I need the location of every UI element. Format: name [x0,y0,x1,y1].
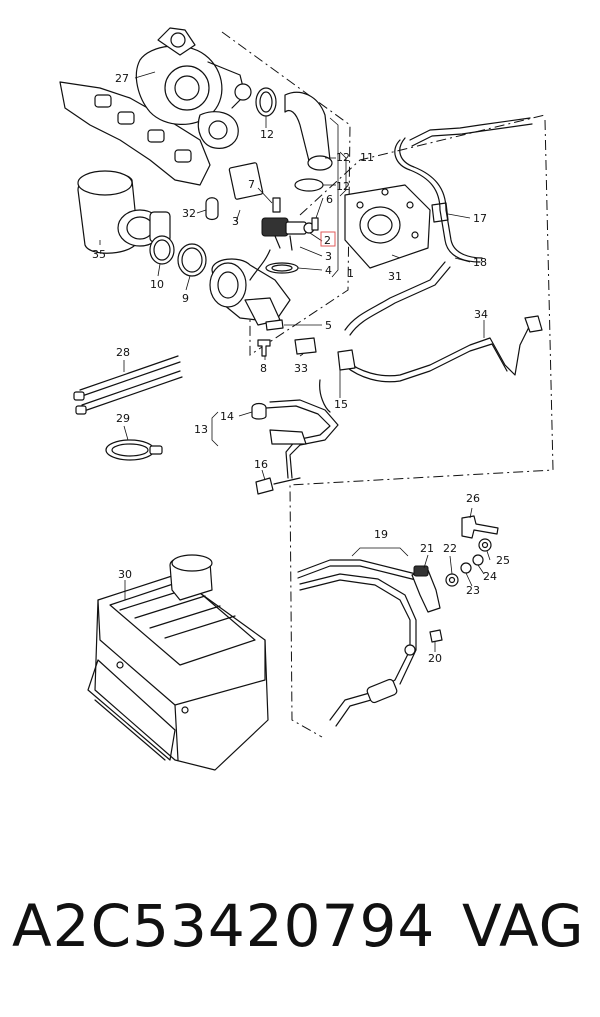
callout-32: 32 [182,207,196,220]
callout-12-c: 12 [336,180,350,193]
callout-4: 4 [325,264,332,277]
callout-18: 18 [473,256,487,269]
callout-3-a: 3 [232,215,239,228]
pressure-sensor-actuator [261,217,315,251]
caption: A2C53420794 VAG [0,892,600,982]
fuel-line-19 [297,559,421,727]
vacuum-line-upper [409,117,531,141]
callout-12-a: 12 [260,128,274,141]
callout-2-highlight [320,231,336,247]
callout-7: 7 [248,178,255,191]
callout-24: 24 [483,570,497,583]
egr-valve-assembly [209,249,291,326]
sensor-21 [411,565,441,613]
callout-29: 30 [118,568,132,581]
callout-34: 34 [474,308,488,321]
washer-25 [478,538,492,552]
bolt-8 [257,339,271,357]
brand-name: VAG [462,892,585,960]
part-number: A2C53420794 [12,892,436,960]
bolt-7 [272,197,281,213]
callout-23: 23 [466,584,480,597]
callout-19: 19 [374,528,388,541]
control-unit-box [228,162,264,200]
callout-12-b: 12 [336,151,350,164]
vacuum-line-15 [344,324,531,377]
washer-23 [460,562,472,574]
callout-9: 9 [182,292,189,305]
bushing-32 [205,197,219,221]
callout-11: 11 [360,151,374,164]
assembly-boundary-mid [299,114,546,216]
bolt-5 [311,217,319,231]
washer-22 [445,573,459,587]
hose-clamp-27 [105,439,155,461]
callout-35: 35 [92,248,106,261]
callout-27: 29 [116,412,130,425]
callout-5: 6 [326,193,333,206]
vacuum-line-34 [344,261,446,331]
callout-31: 31 [388,270,402,283]
callout-20: 20 [428,652,442,665]
assembly-boundary-right [289,119,554,738]
washer-24 [472,554,484,566]
callout-10: 10 [150,278,164,291]
bolt-6 [265,319,284,331]
valve-15 [337,349,356,371]
turbocharger [59,27,252,186]
callout-6: 5 [325,319,332,332]
cylinder-head-cover [344,184,431,269]
cable-ties-28 [73,355,183,415]
callout-2: 2 [324,234,331,247]
bracket-assembly-13 [251,399,339,495]
nut-20 [429,629,443,643]
callout-3-b: 3 [325,250,332,263]
callout-26: 26 [466,492,480,505]
callout-33: 33 [294,362,308,375]
exploded-parts-diagram: 27 12 12 11 12 7 6 32 3 2 3 4 1 5 8 33 3… [59,27,554,771]
callout-15: 15 [334,398,348,411]
callout-1: 1 [347,267,354,280]
callout-8: 8 [260,362,267,375]
callout-17: 17 [473,212,487,225]
bolt-26 [461,515,499,539]
callout-13: 13 [194,423,208,436]
damper-33 [294,337,317,355]
air-filter-box-29 [87,554,269,771]
callout-21: 21 [420,542,434,555]
callout-22: 22 [443,542,457,555]
intake-hose [284,91,333,192]
callout-30: 27 [115,72,129,85]
callout-14: 14 [220,410,234,423]
vacuum-line-18 [394,139,481,263]
callout-16: 16 [254,458,268,471]
callout-25: 25 [496,554,510,567]
air-filter-housing [77,170,171,254]
hose-clamp-upper [255,87,277,117]
callout-28: 28 [116,346,130,359]
